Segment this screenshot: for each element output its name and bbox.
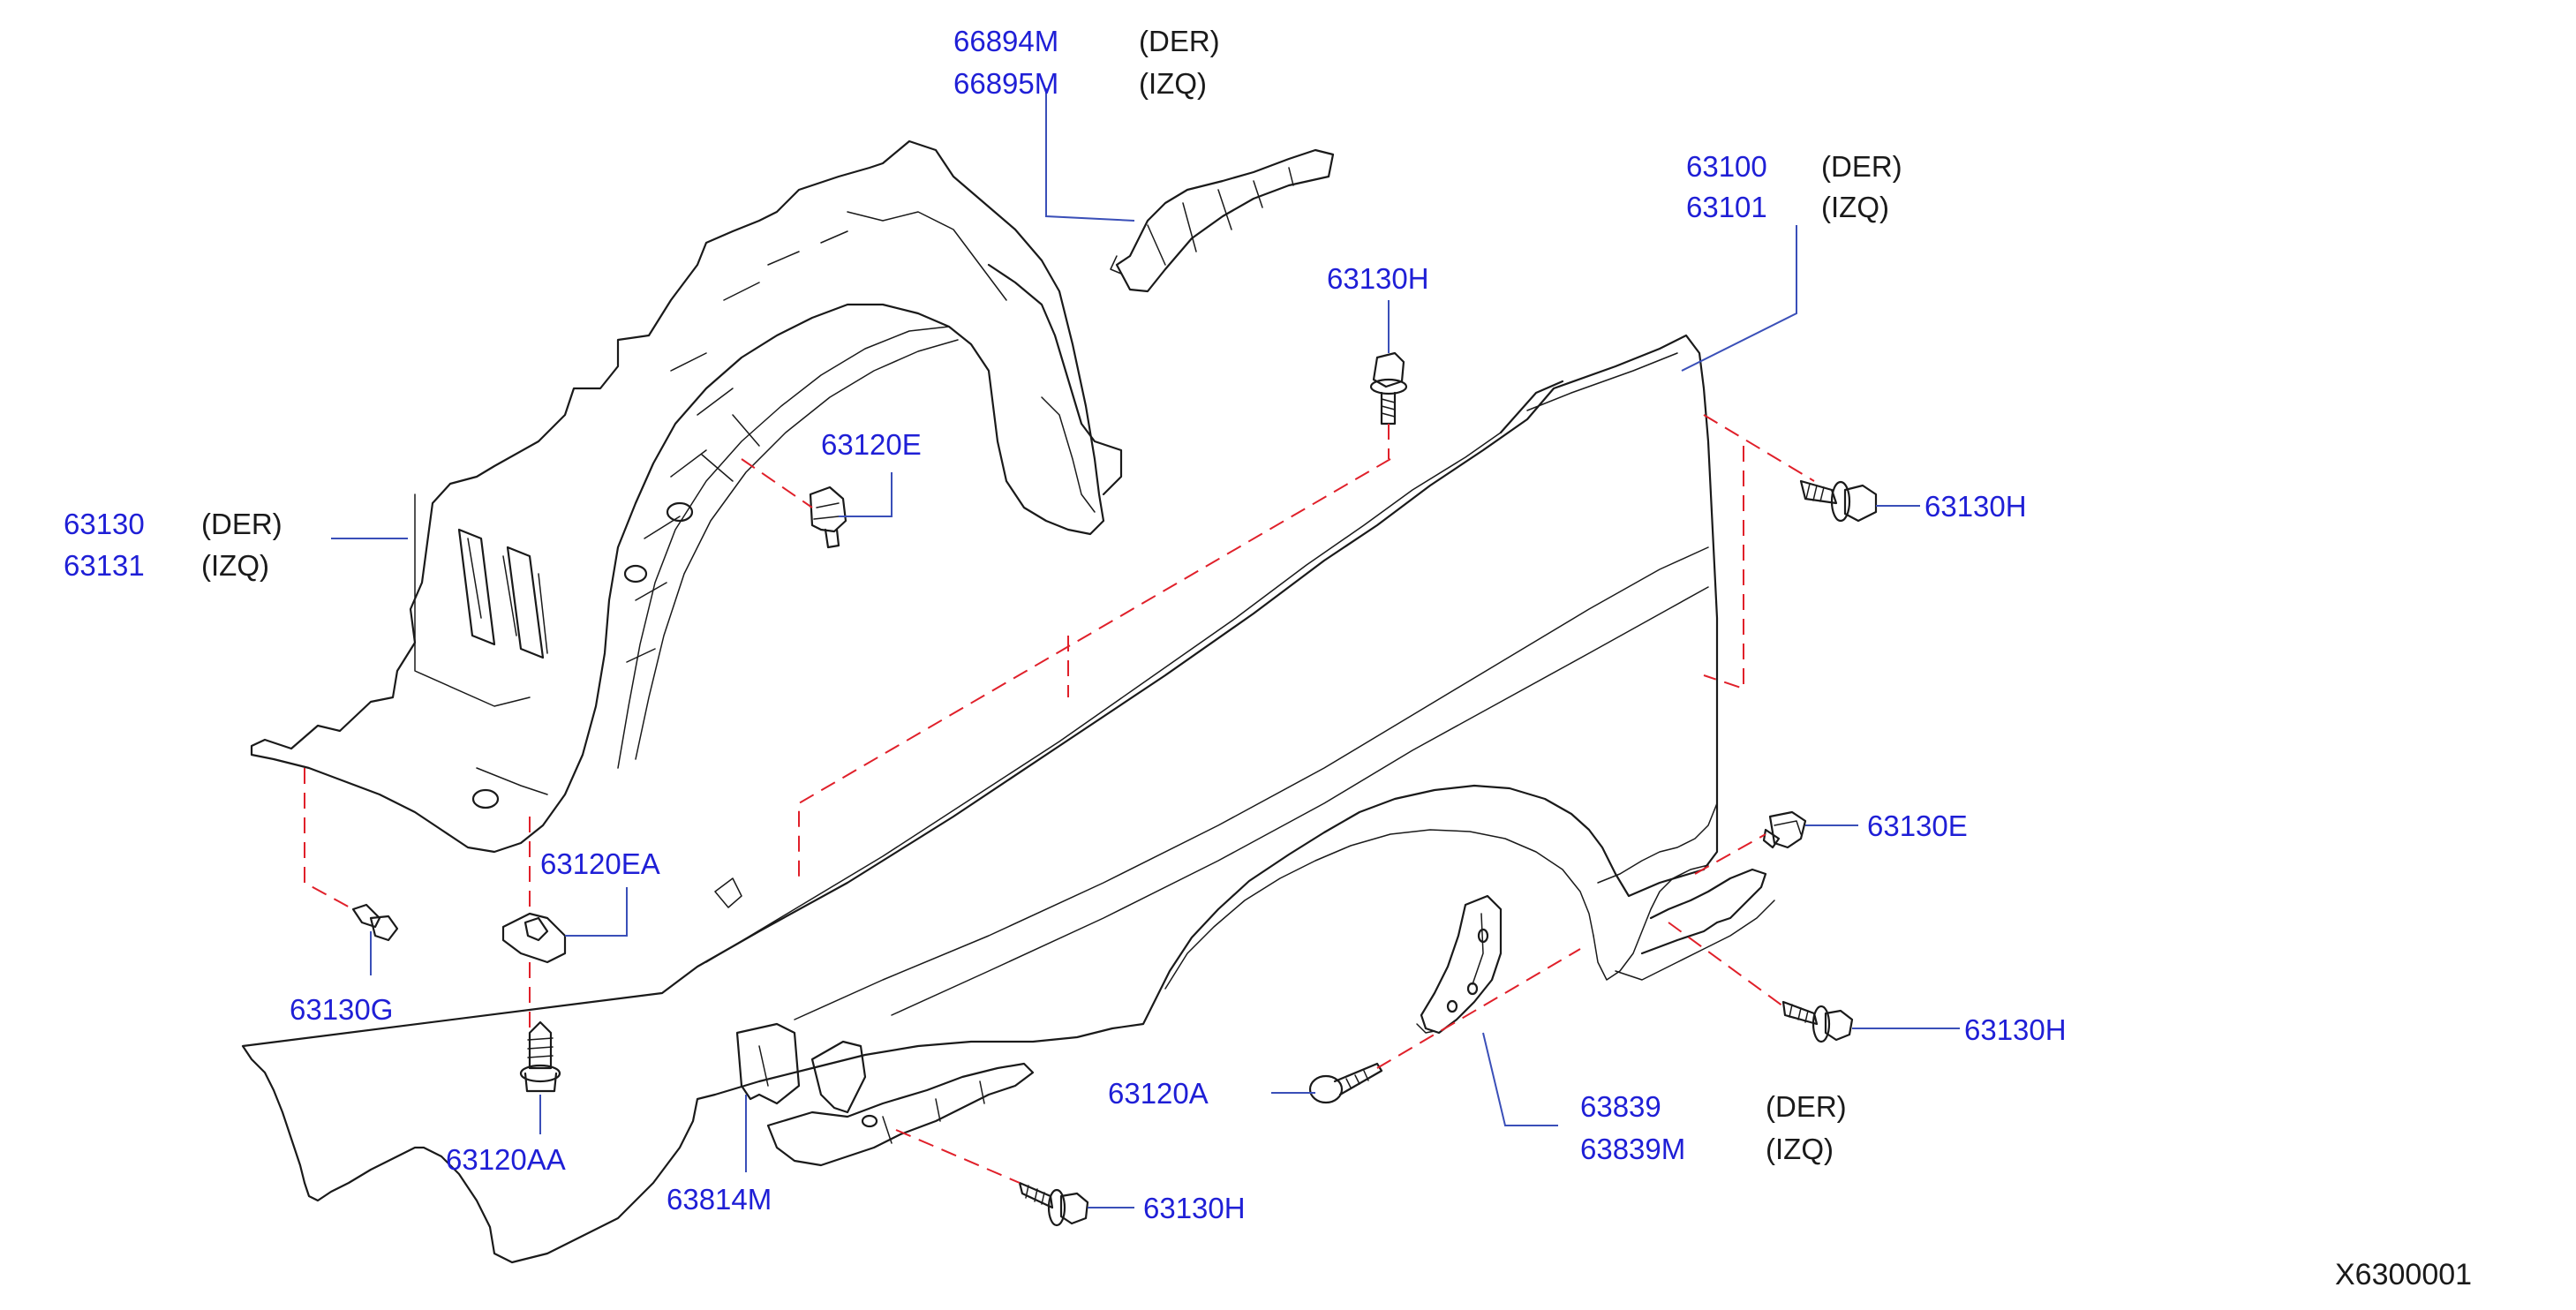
pn-63839: 63839 — [1580, 1090, 1661, 1123]
pn-63120ea: 63120EA — [540, 847, 660, 880]
fender-drawing — [241, 334, 1775, 1264]
screw-aa-drawing — [519, 1020, 561, 1093]
mudguard-drawing — [1416, 894, 1503, 1035]
fender-protector-drawing — [250, 139, 1123, 854]
side-der: (DER) — [1821, 150, 1902, 183]
callout-mudguard: 63839 (DER) 63839M (IZQ) — [1580, 1090, 1847, 1165]
clip-rear-drawing — [1762, 810, 1807, 849]
pn-63120a: 63120A — [1108, 1077, 1209, 1110]
side-der: (DER) — [1766, 1090, 1847, 1123]
side-izq: (IZQ) — [1821, 191, 1889, 223]
side-der: (DER) — [201, 508, 282, 540]
pn-63131: 63131 — [64, 549, 145, 582]
nut-ea-drawing — [501, 912, 567, 964]
diagram-id: X6300001 — [2335, 1258, 2472, 1291]
callout-fender-bracket: 66894M (DER) 66895M (IZQ) — [953, 25, 1220, 100]
pn-63130h-rear-lower: 63130H — [1964, 1013, 2067, 1046]
screw-a-drawing — [1308, 1062, 1383, 1104]
bolt-top-drawing — [1369, 351, 1408, 425]
pn-63130: 63130 — [64, 508, 145, 540]
pn-66894m: 66894M — [953, 25, 1058, 57]
pn-63120aa: 63120AA — [446, 1143, 566, 1176]
pn-63130e: 63130E — [1867, 809, 1968, 842]
side-der: (DER) — [1139, 25, 1220, 57]
pn-63130g: 63130G — [290, 993, 393, 1026]
assembly-lines — [304, 414, 1815, 1184]
pn-63100: 63100 — [1686, 150, 1767, 183]
pn-63130h-bottom: 63130H — [1143, 1192, 1246, 1224]
fender-bracket-drawing — [1110, 148, 1335, 293]
pn-63101: 63101 — [1686, 191, 1767, 223]
side-izq: (IZQ) — [201, 549, 269, 582]
pn-63130h-top: 63130H — [1327, 262, 1429, 295]
side-izq: (IZQ) — [1139, 67, 1207, 100]
pn-63120e: 63120E — [821, 428, 922, 461]
bolt-rear-lower-drawing — [1781, 1000, 1854, 1043]
pn-63130h-rear-upper: 63130H — [1924, 490, 2027, 523]
pn-63839m: 63839M — [1580, 1133, 1685, 1165]
pn-63814m: 63814M — [667, 1183, 772, 1216]
bolt-bottom-drawing — [1018, 1181, 1089, 1227]
callout-fender-protector: 63130 (DER) 63131 (IZQ) — [64, 508, 282, 582]
callout-fender: 63100 (DER) 63101 (IZQ) — [1686, 150, 1902, 223]
leader-lines — [331, 88, 1960, 1208]
clip-e-drawing — [809, 486, 847, 549]
bolt-rear-upper-drawing — [1799, 479, 1878, 523]
pn-66895m: 66895M — [953, 67, 1058, 100]
side-izq: (IZQ) — [1766, 1133, 1834, 1165]
grommet-g-drawing — [351, 903, 399, 942]
